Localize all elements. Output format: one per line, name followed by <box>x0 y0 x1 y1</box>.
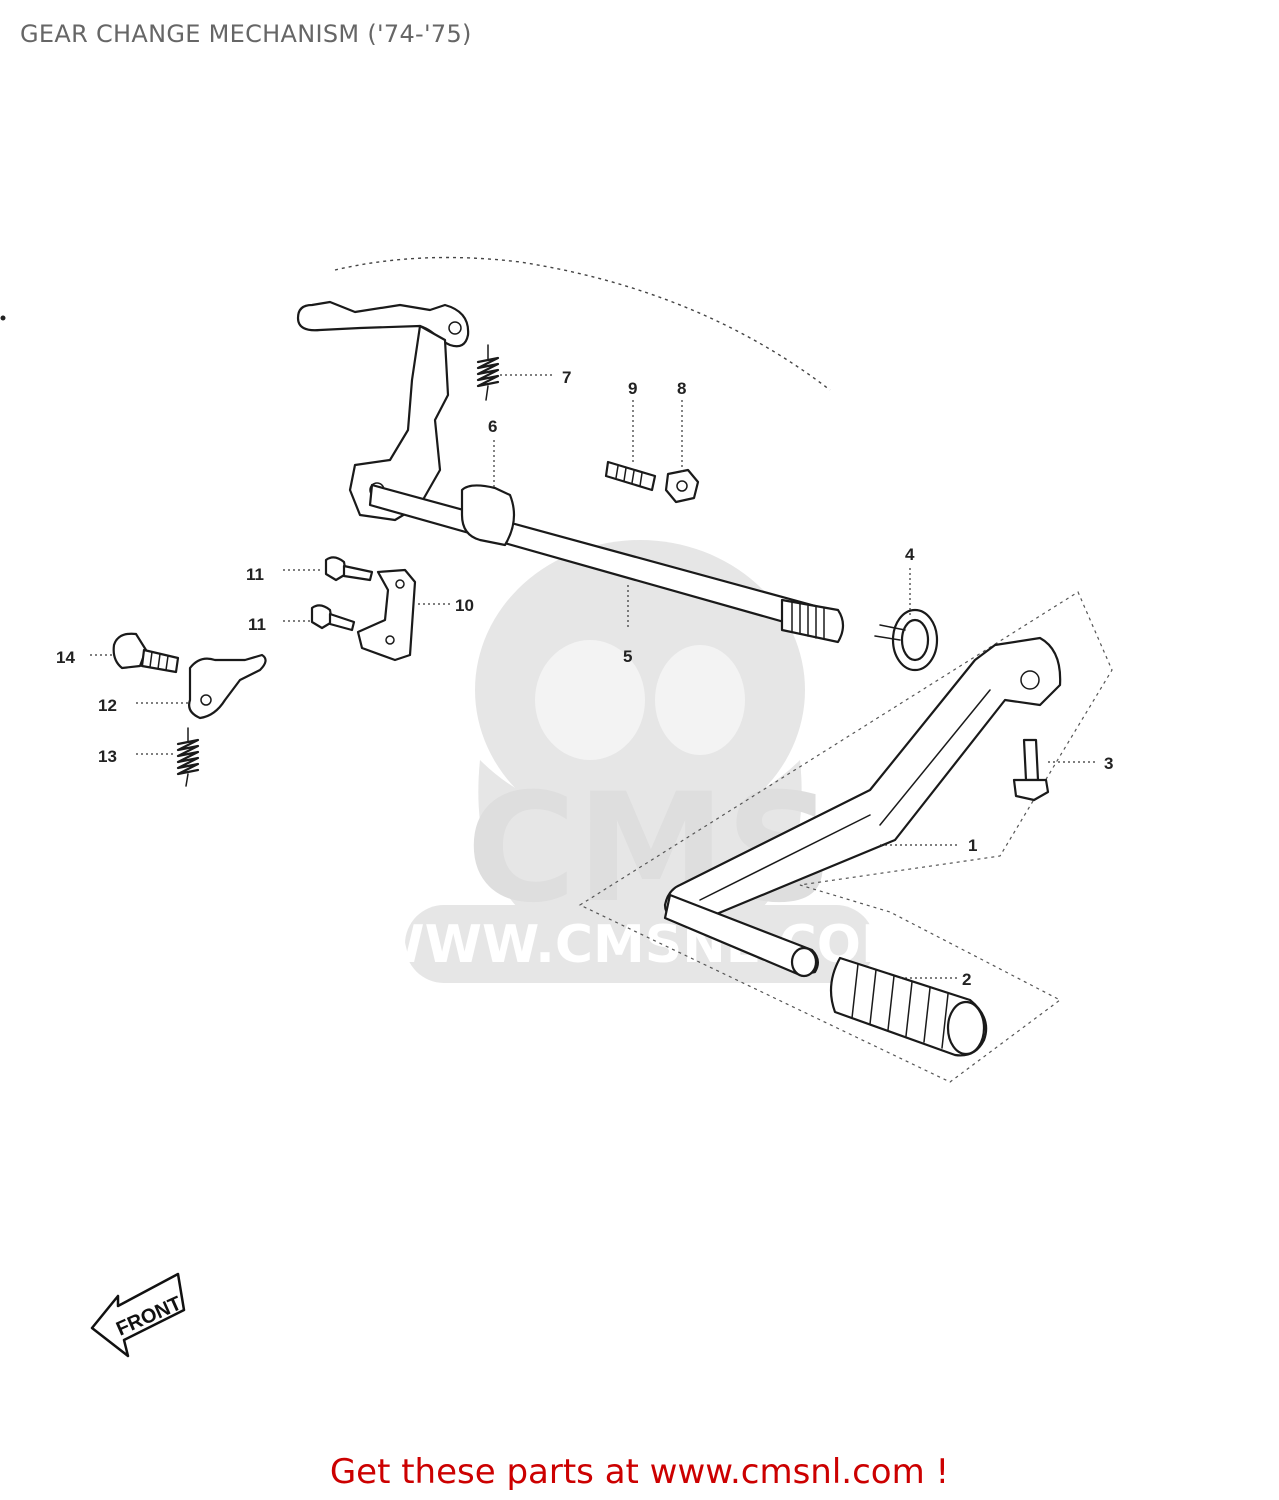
shift-pedal-1 <box>663 636 1062 978</box>
callout-5: 5 <box>623 647 632 666</box>
callout-leaders <box>90 374 1098 979</box>
callout-9: 9 <box>628 379 637 398</box>
callout-2: 2 <box>962 970 971 989</box>
engine-case-outline <box>334 256 831 391</box>
callout-1: 1 <box>968 836 977 855</box>
watermark: CMS WWW.CMSNL.COM <box>367 540 913 983</box>
front-arrow-icon <box>90 1272 186 1358</box>
spring-13 <box>176 727 200 787</box>
pedal-group-outline <box>578 591 1113 1083</box>
bolt-14 <box>112 632 180 674</box>
callout-3: 3 <box>1104 754 1113 773</box>
callout-4: 4 <box>905 545 915 564</box>
callout-6: 6 <box>488 417 497 436</box>
callout-12: 12 <box>98 696 117 715</box>
page-title: GEAR CHANGE MECHANISM ('74-'75) <box>20 20 472 48</box>
pedal-rubber-2 <box>829 956 988 1057</box>
screw-11-upper <box>324 556 374 582</box>
stopper-lever-12 <box>188 653 267 720</box>
callout-8: 8 <box>677 379 686 398</box>
circlip-4 <box>874 608 939 672</box>
shift-shaft-arm <box>296 300 845 644</box>
watermark-banner <box>405 905 875 983</box>
callout-13: 13 <box>98 747 117 766</box>
pinch-bolt-3 <box>1012 738 1050 802</box>
screw-11-lower <box>310 604 356 632</box>
watermark-url-text: WWW.CMSNL.COM <box>367 915 912 975</box>
callout-11-lower: 11 <box>248 615 266 634</box>
callout-11-upper: 11 <box>246 565 264 584</box>
callout-10: 10 <box>455 596 474 615</box>
stopper-bolt-9 <box>604 460 657 492</box>
nut-8 <box>664 468 700 504</box>
return-spring-7 <box>476 344 500 401</box>
front-direction-arrow: FRONT <box>90 1272 186 1358</box>
retainer-plate-10 <box>356 568 417 662</box>
callout-7: 7 <box>562 368 571 387</box>
get-parts-link[interactable]: Get these parts at www.cmsnl.com ! <box>329 1452 950 1492</box>
callout-14: 14 <box>56 648 75 667</box>
